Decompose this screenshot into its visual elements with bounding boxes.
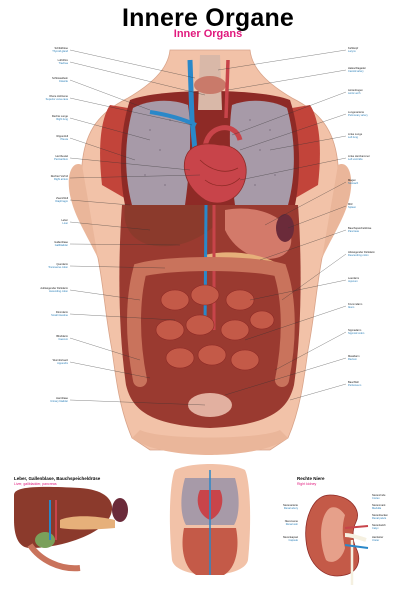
page-title: Innere Organe	[121, 4, 295, 32]
liver-panel-subtitle: Liver, gallbladder, pancreas	[14, 482, 57, 486]
stomach	[225, 208, 292, 259]
right-lung	[126, 100, 191, 205]
spleen	[276, 214, 294, 242]
kidney-panel-title: Rechte Niere	[297, 476, 325, 481]
large-intestine	[127, 257, 295, 387]
urinary-bladder	[188, 393, 232, 417]
kidney-illustration	[305, 494, 369, 585]
heart-chamber-lines	[199, 159, 241, 187]
left-shoulder	[322, 164, 352, 258]
liver	[124, 205, 215, 247]
page-subtitle: Inner Organs	[173, 28, 243, 40]
right-shoulder	[68, 164, 98, 258]
liver-panel-title: Leber, Gallenblase, Bauchspeicheldrüse	[14, 476, 101, 481]
kidney-panel-subtitle: Right kidney	[297, 482, 317, 486]
small-torso-illustration	[169, 464, 251, 575]
liver-panel-illustration	[14, 486, 128, 572]
thyroid	[194, 76, 226, 94]
carotid-artery	[224, 59, 230, 119]
small-intestine	[155, 284, 275, 371]
heart	[183, 143, 247, 204]
brachiocephalic-vein	[149, 110, 197, 127]
pelvis-skin	[132, 430, 288, 455]
